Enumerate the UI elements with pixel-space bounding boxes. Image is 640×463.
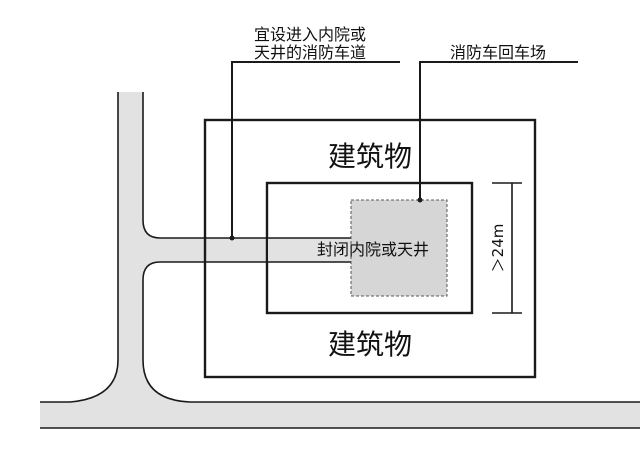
access-road-label-line2: 天井的消防车道 [254, 43, 366, 62]
courtyard-label: 封闭内院或天井 [317, 240, 429, 259]
building-label-top: 建筑物 [328, 140, 412, 173]
building-outline [203, 118, 537, 379]
turnaround-leader [419, 61, 578, 200]
building-label-bottom: 建筑物 [328, 328, 412, 361]
leader-lines [231, 61, 578, 240]
turnaround-area [350, 199, 448, 297]
courtyard-road-segment [268, 238, 351, 262]
access-road-leader [231, 61, 400, 240]
dimension-label: ＞24m [489, 224, 507, 273]
dimension-marker [492, 182, 522, 314]
turnaround-label: 消防车回车场 [450, 43, 546, 62]
access-road-label-line1: 宜设进入内院或 [254, 25, 366, 44]
